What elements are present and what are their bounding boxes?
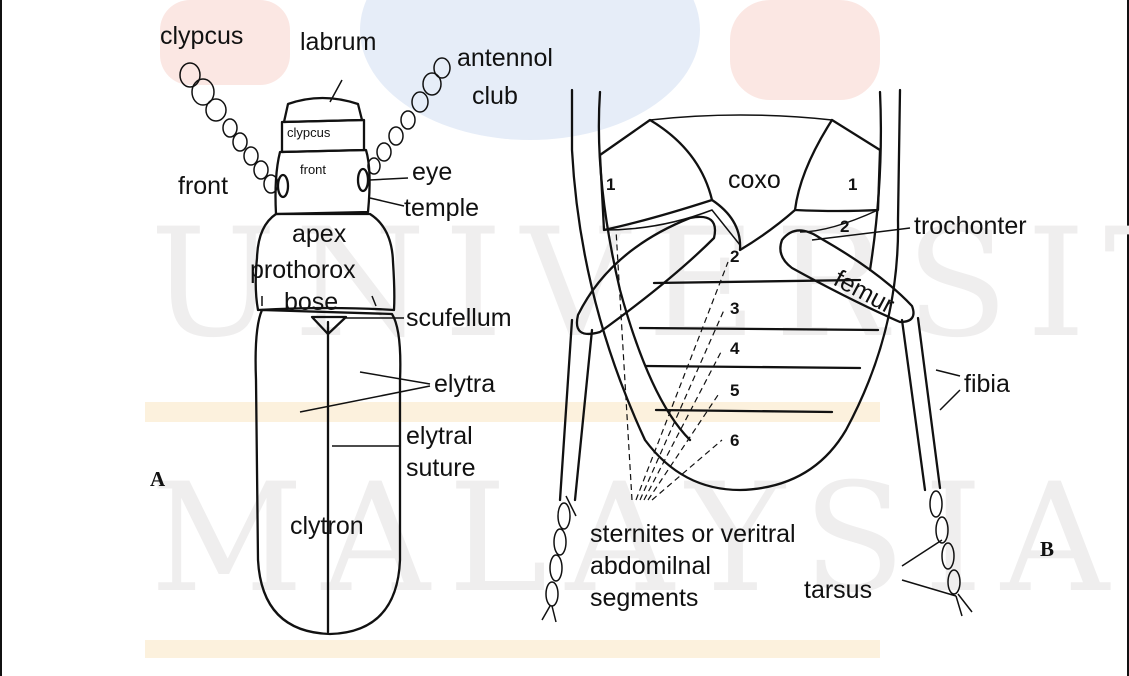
leader-eye — [370, 178, 408, 180]
label-head-clypcus: clypcus — [287, 125, 331, 140]
label-tarsus: tarsus — [804, 576, 872, 604]
head-outline — [276, 150, 370, 214]
label-femur: femur — [829, 265, 899, 320]
label-temple: temple — [404, 194, 479, 222]
sternite-pointer-lines — [616, 230, 728, 500]
label-apex: apex — [292, 220, 347, 248]
leader-trochonter — [812, 228, 910, 240]
label-sternites-line1: sternites or veritral — [590, 520, 796, 548]
leader-temple — [370, 198, 404, 206]
left-tarsus — [542, 503, 570, 622]
label-trochonter: trochonter — [914, 212, 1027, 240]
label-clytron: clytron — [290, 512, 364, 540]
leader-elytra-1 — [360, 372, 430, 384]
coxo-connector — [650, 115, 832, 120]
segment-number-3: 3 — [730, 299, 739, 318]
label-eye: eye — [412, 158, 452, 186]
figure-tag-b: B — [1040, 537, 1054, 561]
label-fibia: fibia — [964, 370, 1010, 398]
left-tibia — [560, 320, 592, 500]
right-tarsus — [930, 491, 972, 616]
left-trochanter-plate — [604, 210, 740, 245]
label-antennol: antennol — [457, 44, 553, 72]
label-elytral: elytral — [406, 422, 473, 450]
sternite-line-2 — [640, 328, 878, 330]
label-front: front — [178, 172, 228, 200]
right-antenna — [368, 58, 450, 174]
label-sternites-line2: abdomilnal — [590, 552, 711, 580]
right-tibia — [902, 318, 940, 490]
label-prothorox: prothorox — [250, 256, 356, 284]
label-scufellum: scufellum — [406, 304, 512, 332]
label-elytra: elytra — [434, 370, 495, 398]
left-femur — [577, 217, 715, 334]
right-trochanter-plate — [800, 210, 878, 232]
leader-fibia-2 — [940, 390, 960, 410]
figure-tag-a: A — [150, 467, 166, 491]
sternite-line-1 — [654, 280, 860, 283]
segment-number-6: 6 — [730, 431, 739, 450]
label-suture: suture — [406, 454, 475, 482]
segment-number-left-1: 1 — [606, 175, 615, 194]
segment-number-2: 2 — [730, 247, 739, 266]
label-club: club — [472, 82, 518, 110]
leader-tarsus-1 — [902, 540, 942, 566]
sternite-line-4 — [656, 410, 832, 412]
left-eye — [278, 175, 288, 197]
label-bose: bose — [284, 288, 338, 316]
segment-number-4: 4 — [730, 339, 740, 358]
segment-number-right-2: 2 — [840, 217, 849, 236]
sternite-line-3 — [646, 366, 860, 368]
leader-elytra-2 — [300, 386, 430, 412]
right-coxa — [795, 120, 880, 211]
labrum-outline — [284, 98, 362, 122]
figure-a-dorsal-view — [180, 58, 450, 634]
left-coxa — [600, 120, 712, 230]
label-coxo: coxo — [728, 166, 781, 194]
label-head-front: front — [300, 162, 326, 177]
segment-number-right-1: 1 — [848, 175, 857, 194]
label-sternites-line3: segments — [590, 584, 698, 612]
label-clypcus: clypcus — [160, 22, 243, 50]
right-eye — [358, 169, 368, 191]
leader-fibia-1 — [936, 370, 960, 376]
label-labrum: labrum — [300, 28, 376, 56]
segment-number-5: 5 — [730, 381, 739, 400]
